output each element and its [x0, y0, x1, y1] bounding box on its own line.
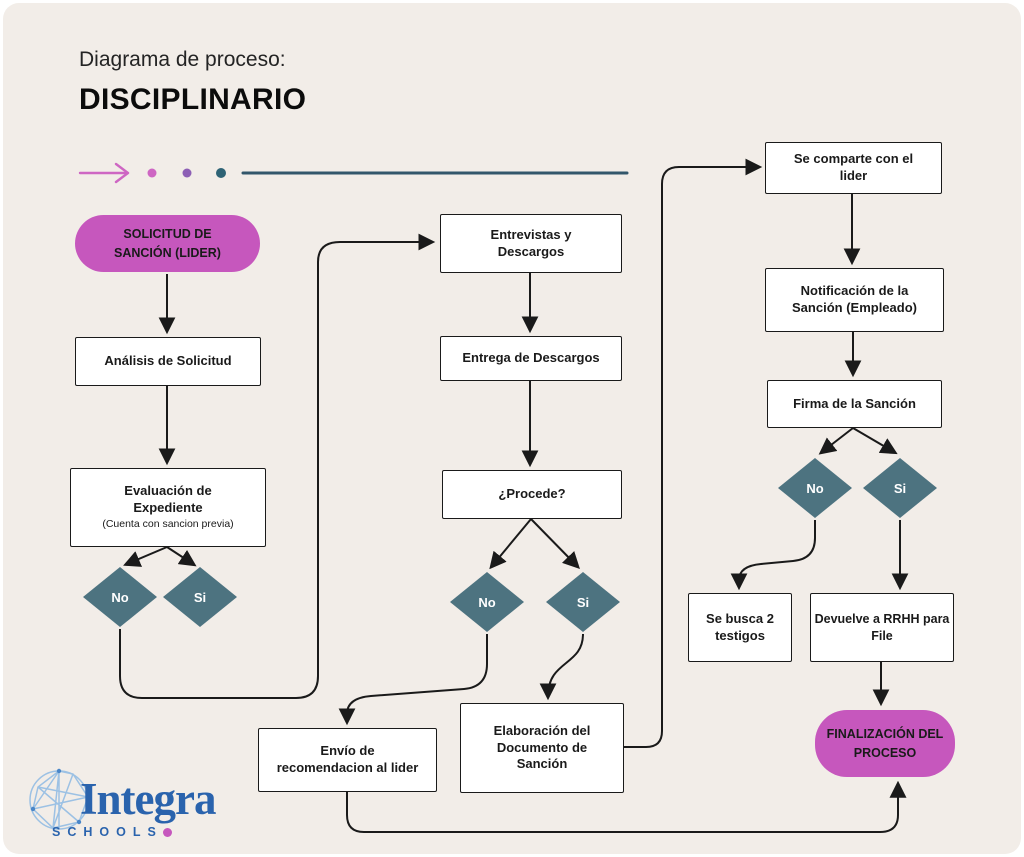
flourish-arrow-head [114, 162, 130, 184]
node-label: Entrega de Descargos [462, 350, 600, 366]
connector-procede-si [530, 518, 580, 570]
connector-firma-no [818, 427, 854, 455]
node-procede: ¿Procede? [442, 470, 622, 519]
connector-evaluacion-no [123, 546, 168, 567]
connector-no3-testigos [730, 520, 816, 591]
node-label: Firma de la Sanción [793, 395, 916, 411]
decision-label: Si [893, 480, 907, 496]
node-devuelve-rrhh: Devuelve a RRHH para File [810, 593, 954, 662]
logo-tagline-text: SCHOOLS [52, 825, 163, 839]
node-envio-recomendacion: Envío de recomendacion al lider [258, 728, 437, 792]
connector-si2-elaboracion [539, 633, 584, 701]
flourish-dot-pink [147, 168, 157, 178]
node-notificacion-sancion: Notificación de la Sanción (Empleado) [765, 268, 944, 332]
node-label: Notificación de la Sanción (Empleado) [792, 283, 917, 315]
node-label: Análisis de Solicitud [104, 353, 232, 369]
node-label: Envío de recomendacion al lider [276, 743, 419, 775]
node-busca-testigos: Se busca 2 testigos [688, 593, 792, 662]
node-elaboracion-documento: Elaboración del Documento de Sanción [460, 703, 624, 793]
node-evaluacion-expediente: Evaluación de Expediente (Cuenta con san… [70, 468, 266, 547]
node-label: ¿Procede? [498, 486, 566, 502]
node-note: (Cuenta con sancion previa) [102, 518, 234, 531]
connector-no2-envio [338, 634, 488, 726]
flourish-dot-purple [182, 168, 192, 178]
decision-label: No [111, 589, 129, 605]
node-label: Elaboración del Documento de Sanción [493, 722, 591, 772]
node-finalizacion-proceso: FINALIZACIÓN DEL PROCESO [815, 710, 955, 777]
connectors [119, 158, 909, 833]
node-solicitud-sancion: SOLICITUD DE SANCIÓN (LIDER) [75, 215, 260, 272]
logo-brand-text: Integra [80, 774, 216, 824]
node-analisis-solicitud: Análisis de Solicitud [75, 337, 261, 386]
node-entrega-descargos: Entrega de Descargos [440, 336, 622, 381]
diagram-title: DISCIPLINARIO [79, 83, 307, 116]
connector-procede-no [489, 518, 532, 570]
node-label: Se comparte con el lider [793, 151, 914, 183]
decision-label: No [478, 594, 496, 610]
connector-elaboracion-comparte [624, 158, 763, 748]
node-comparte-lider: Se comparte con el lider [765, 142, 942, 194]
integra-globe-icon [29, 768, 91, 830]
decision-label: Si [576, 594, 590, 610]
header-flourish [78, 162, 629, 184]
node-firma-sancion: Firma de la Sanción [767, 380, 942, 428]
diagram-kicker: Diagrama de proceso: [79, 48, 286, 71]
integra-schools-logo: Integra SCHOOLS [24, 764, 216, 839]
node-label: Devuelve a RRHH para File [814, 612, 950, 643]
logo-pink-dot [162, 827, 172, 837]
node-label: Evaluación de Expediente [124, 483, 212, 516]
connector-envio-finalizacion [346, 780, 907, 833]
decision-label: Si [193, 589, 207, 605]
logo-subline: SCHOOLS [52, 825, 215, 839]
connector-firma-si [852, 427, 898, 455]
connector-evaluacion-si [166, 546, 197, 567]
node-label: Entrevistas y Descargos [490, 226, 572, 259]
node-label: SOLICITUD DE SANCIÓN (LIDER) [114, 227, 221, 260]
node-label: Se busca 2 testigos [706, 610, 774, 643]
diagram-header: Diagrama de proceso: DISCIPLINARIO [79, 48, 306, 117]
flourish-dot-teal [216, 168, 226, 178]
connector-no1-entrevistas [119, 233, 436, 699]
node-entrevistas-descargos: Entrevistas y Descargos [440, 214, 622, 273]
node-label: FINALIZACIÓN DEL PROCESO [826, 727, 944, 760]
decision-label: No [806, 480, 824, 496]
logo-row: Integra [24, 764, 216, 834]
